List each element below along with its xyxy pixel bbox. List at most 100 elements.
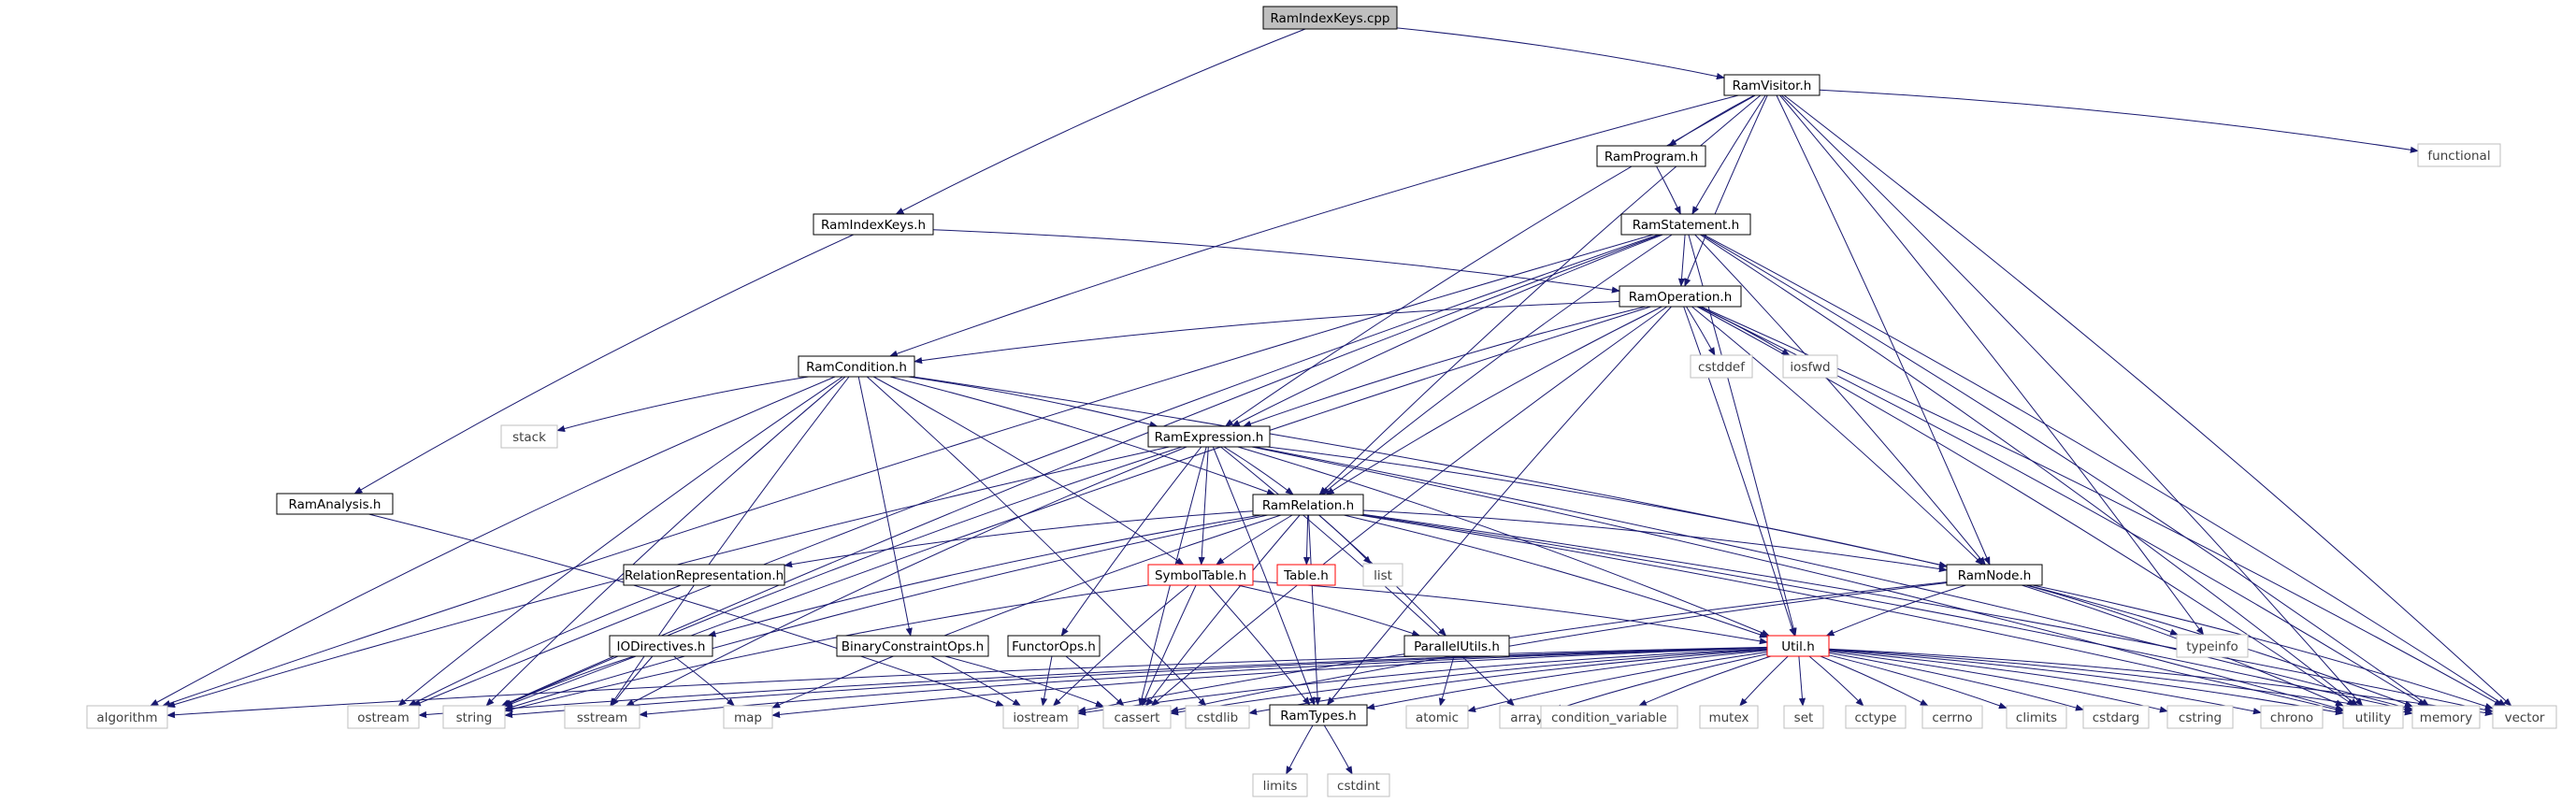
edge-util-to-algorithm xyxy=(166,646,1768,719)
node-relrep-label: RelationRepresentation.h xyxy=(625,568,784,583)
node-typeinfo-label: typeinfo xyxy=(2186,639,2238,654)
node-cctype-label: cctype xyxy=(1854,710,1896,725)
node-cstdarg-box xyxy=(2082,705,2150,729)
node-typeinfo-box xyxy=(2176,634,2249,658)
node-ramcondition-label: RamCondition.h xyxy=(806,360,907,375)
node-condvar: condition_variable xyxy=(1540,705,1678,729)
node-set-label: set xyxy=(1794,710,1814,725)
node-vector: vector xyxy=(2492,705,2557,729)
node-chrono-box xyxy=(2260,705,2324,729)
edge-ramvisitor-to-ramnode xyxy=(1776,94,1991,566)
node-cstdarg: cstdarg xyxy=(2082,705,2150,729)
edge-util-to-string xyxy=(504,647,1768,719)
node-utility: utility xyxy=(2342,705,2404,729)
edge-ramoperation-to-ramtypes xyxy=(1326,306,1672,706)
node-ramanalysis-label: RamAnalysis.h xyxy=(289,497,381,512)
node-symboltable-box xyxy=(1147,564,1254,586)
node-table[interactable]: Table.h xyxy=(1276,564,1336,586)
node-binconstraint[interactable]: BinaryConstraintOps.h xyxy=(836,635,989,657)
node-iodirectives-label: IODirectives.h xyxy=(617,639,706,654)
node-iostream-label: iostream xyxy=(1013,710,1068,725)
edge-ramvisitor-to-ramprogram xyxy=(1667,94,1755,147)
edge-ramindexkeys_cpp-to-ramvisitor xyxy=(1396,27,1725,80)
edge-symboltable-to-cassert xyxy=(1141,584,1197,707)
edge-util-to-cctype xyxy=(1808,655,1864,707)
node-ramindexkeys_cpp[interactable]: RamIndexKeys.cpp xyxy=(1262,6,1398,30)
node-ramindexkeys_h[interactable]: RamIndexKeys.h xyxy=(813,213,934,236)
node-string-label: string xyxy=(456,710,493,725)
node-cstring-box xyxy=(2166,705,2234,729)
node-parallelutils[interactable]: ParallelUtils.h xyxy=(1403,635,1510,657)
edge-util-to-cstdarg xyxy=(1828,652,2084,711)
edge-ramrelation-to-utility xyxy=(1360,514,2344,713)
node-ramrelation-box xyxy=(1252,494,1364,516)
node-functorops-box xyxy=(1007,635,1101,657)
node-cassert: cassert xyxy=(1102,705,1172,729)
edge-parallelutils-to-atomic xyxy=(1438,655,1455,707)
node-symboltable[interactable]: SymbolTable.h xyxy=(1147,564,1254,586)
edge-ramexpression-to-util xyxy=(1237,446,1770,637)
node-algorithm-box xyxy=(86,705,168,729)
node-memory: memory xyxy=(2411,705,2481,729)
edge-ramindexkeys_h-to-ramanalysis xyxy=(353,234,855,495)
node-util-label: Util.h xyxy=(1781,639,1815,654)
node-cstddef-box xyxy=(1690,354,1753,379)
node-cerrno: cerrno xyxy=(1921,705,1983,729)
node-list-label: list xyxy=(1374,568,1392,583)
edge-ramstatement-to-vector xyxy=(1703,234,2507,707)
edge-ramvisitor-to-functional xyxy=(1819,89,2419,153)
dependency-edges xyxy=(150,27,2512,775)
edge-ramcondition-to-algorithm xyxy=(150,376,836,707)
node-ramexpression[interactable]: RamExpression.h xyxy=(1147,425,1271,448)
node-util[interactable]: Util.h xyxy=(1766,635,1830,657)
edge-ramcondition-to-string xyxy=(485,376,846,707)
node-stack: stack xyxy=(500,424,558,449)
file-nodes: RamIndexKeys.cppRamVisitor.hRamProgram.h… xyxy=(86,6,2557,797)
edge-functorops-to-cassert xyxy=(1065,655,1125,707)
node-ramrelation[interactable]: RamRelation.h xyxy=(1252,494,1364,516)
edge-ramnode-to-util xyxy=(1825,584,1966,637)
node-ramcondition[interactable]: RamCondition.h xyxy=(798,355,915,378)
node-ramstatement[interactable]: RamStatement.h xyxy=(1620,213,1751,236)
node-ramnode[interactable]: RamNode.h xyxy=(1946,564,2043,586)
node-ramexpression-label: RamExpression.h xyxy=(1155,430,1264,445)
node-ramtypes[interactable]: RamTypes.h xyxy=(1269,704,1368,726)
edge-symboltable-to-iostream xyxy=(1052,584,1189,707)
edge-ramstatement-to-algorithm xyxy=(162,234,1654,707)
node-ramrelation-label: RamRelation.h xyxy=(1262,498,1354,513)
edge-ramcondition-to-sstream xyxy=(610,376,850,707)
node-functorops[interactable]: FunctorOps.h xyxy=(1007,635,1101,657)
edge-util-to-sstream xyxy=(639,647,1768,718)
edge-relrep-to-ostream xyxy=(408,584,682,707)
node-atomic-box xyxy=(1405,705,1469,729)
edge-util-to-cstdlib xyxy=(1248,649,1768,715)
node-ramoperation[interactable]: RamOperation.h xyxy=(1619,285,1742,308)
node-ramtypes-box xyxy=(1269,704,1368,726)
edge-functorops-to-iostream xyxy=(1041,655,1053,707)
node-relrep[interactable]: RelationRepresentation.h xyxy=(623,564,785,586)
node-string-box xyxy=(442,705,506,729)
node-cerrno-label: cerrno xyxy=(1932,710,1972,725)
node-ramindexkeys_h-box xyxy=(813,213,934,236)
edge-ramexpression-to-symboltable xyxy=(1198,446,1209,566)
node-ramprogram[interactable]: RamProgram.h xyxy=(1596,145,1706,167)
node-ramanalysis[interactable]: RamAnalysis.h xyxy=(276,493,394,515)
node-functorops-label: FunctorOps.h xyxy=(1012,639,1096,654)
node-list-box xyxy=(1362,563,1403,587)
edge-ramprogram-to-ramstatement xyxy=(1656,165,1681,215)
node-iodirectives[interactable]: IODirectives.h xyxy=(609,635,713,657)
edge-ramrelation-to-ramtypes xyxy=(1308,514,1321,706)
edge-ramexpression-to-memory xyxy=(1254,446,2413,711)
node-set: set xyxy=(1783,705,1824,729)
node-utility-box xyxy=(2342,705,2404,729)
node-vector-label: vector xyxy=(2505,710,2545,725)
node-condvar-box xyxy=(1540,705,1678,729)
edge-util-to-condvar xyxy=(1638,655,1771,707)
edge-util-to-cstring xyxy=(1828,651,2168,713)
node-ramvisitor[interactable]: RamVisitor.h xyxy=(1723,74,1820,96)
node-cstdlib: cstdlib xyxy=(1185,705,1250,729)
node-functional: functional xyxy=(2417,143,2501,167)
node-cstdlib-box xyxy=(1185,705,1250,729)
edge-symboltable-to-util xyxy=(1252,581,1768,645)
